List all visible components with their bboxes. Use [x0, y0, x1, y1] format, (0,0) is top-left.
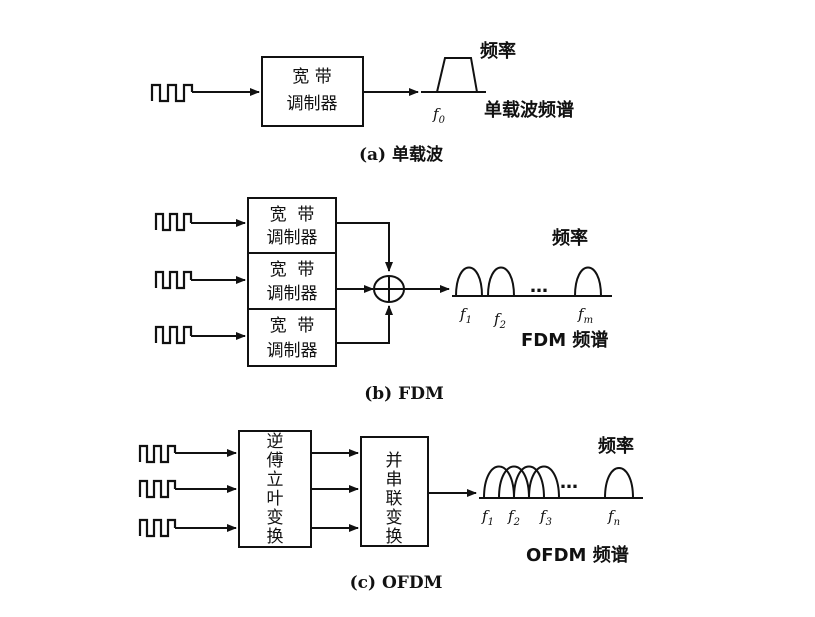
panel-c: 逆 傅 立 叶 变 换 并 串 联 变 换 … f1 f2 f3 fn 频率 O…: [138, 430, 643, 593]
box-b1-line1: 宽 带: [270, 205, 315, 225]
ps-char-4: 变: [386, 508, 403, 528]
freq-label-c: 频率: [598, 435, 634, 457]
spectrum-shape-a: [436, 57, 478, 93]
input-signal-c3: [138, 518, 177, 538]
input-signal-b3: [154, 325, 193, 345]
ps-char-3: 联: [386, 489, 403, 509]
wideband-modulator-box-b2: [247, 252, 337, 310]
f0-label: f0: [432, 105, 446, 126]
ifft-char-5: 变: [267, 508, 284, 528]
ifft-char-4: 叶: [267, 489, 284, 509]
panel-a: 宽 带 调制器 f0 频率 单载波频谱 (a) 单载波: [150, 40, 574, 165]
box-b1-line2: 调制器: [267, 228, 318, 248]
ifft-char-1: 逆: [267, 432, 284, 452]
f1-label-b: f1: [459, 305, 472, 326]
panel-b: 宽 带 调制器 宽 带 调制器 宽 带 调制器 … f1 f2 fm 频率 FD…: [154, 197, 612, 404]
ifft-char-6: 换: [267, 527, 284, 547]
fn-label-c: fn: [607, 507, 620, 528]
box-a-line2: 调制器: [287, 94, 338, 114]
input-signal-c1: [138, 444, 177, 464]
input-signal-a: [150, 83, 194, 103]
ofdm-subcarrier-2: [498, 465, 530, 499]
ofdm-subcarrier-3: [513, 465, 545, 499]
ifft-char-2: 傅: [267, 451, 284, 471]
fdm-subcarrier-2: [487, 266, 515, 297]
fdm-subcarrier-1: [455, 266, 483, 297]
wideband-modulator-box-b1: [247, 197, 337, 254]
spectrum-label-a: 单载波频谱: [484, 99, 574, 121]
line-top-to-adder: [336, 222, 393, 272]
fdm-subcarrier-m: [574, 266, 602, 297]
ofdm-subcarrier-4: [528, 465, 560, 499]
ifft-char-3: 立: [267, 470, 284, 490]
caption-b: (b) FDM: [364, 384, 444, 404]
dots-c: …: [560, 472, 578, 493]
ofdm-subcarrier-n: [604, 467, 634, 499]
parallel-serial-box: [360, 436, 429, 547]
wideband-modulator-box-b3: [247, 308, 337, 367]
ofdm-subcarrier-1: [483, 465, 515, 499]
line-bottom-to-adder: [336, 305, 393, 344]
f2-label-c: f2: [507, 507, 520, 528]
box-b3-line2: 调制器: [267, 341, 318, 361]
f3-label-c: f3: [539, 507, 552, 528]
f1-label-c: f1: [481, 507, 494, 528]
fm-label-b: fm: [577, 305, 593, 326]
dots-b: …: [530, 276, 548, 297]
spectrum-label-b: FDM 频谱: [521, 329, 608, 351]
input-signal-b1: [154, 212, 193, 232]
box-b2-line2: 调制器: [267, 284, 318, 304]
caption-a: (a) 单载波: [359, 144, 444, 165]
spectrum-label-c: OFDM 频谱: [526, 544, 629, 566]
freq-label-b: 频率: [552, 227, 588, 249]
box-a-line1: 宽 带: [292, 67, 331, 87]
ps-char-5: 换: [386, 527, 403, 547]
f2-label-b: f2: [493, 310, 506, 331]
box-b3-line1: 宽 带: [270, 316, 315, 336]
freq-label-a: 频率: [480, 40, 516, 62]
ps-char-2: 串: [386, 470, 403, 490]
input-signal-b2: [154, 270, 193, 290]
box-b2-line1: 宽 带: [270, 260, 315, 280]
ps-char-1: 并: [386, 451, 403, 471]
input-signal-c2: [138, 479, 177, 499]
caption-c: (c) OFDM: [350, 573, 443, 593]
